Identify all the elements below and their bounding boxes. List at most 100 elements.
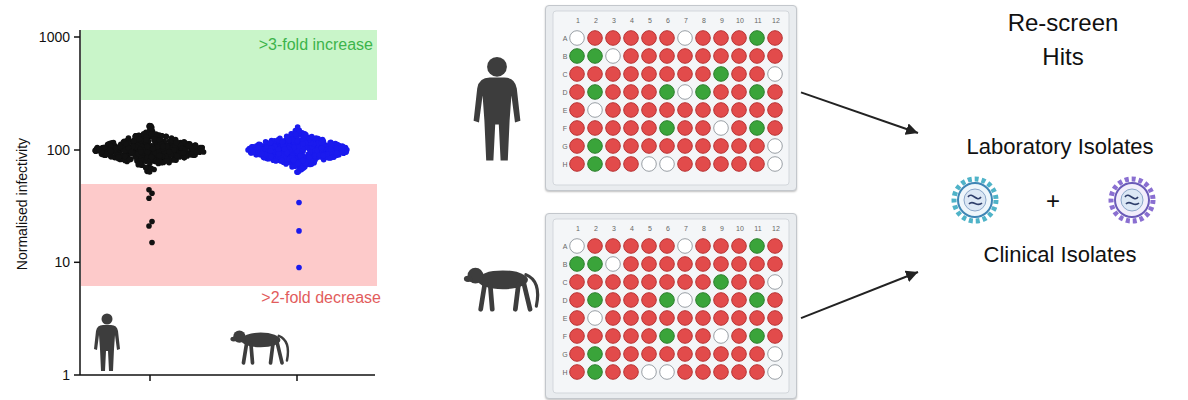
text-holder: E: [563, 107, 568, 115]
plate-well: [768, 239, 783, 254]
text-holder: H: [562, 161, 567, 169]
plate-well: [678, 103, 693, 118]
well-plate: 123456789101112ABCDEFGH: [545, 213, 797, 399]
data-point: [320, 153, 326, 159]
plate-well: [624, 239, 639, 254]
data-point: [138, 149, 144, 155]
plate-well: [606, 67, 621, 82]
data-point: [279, 158, 285, 164]
plate-well: [642, 157, 657, 172]
data-point: [296, 228, 302, 234]
plate-well: [750, 85, 765, 100]
human-head: [102, 314, 113, 325]
text-holder: D: [562, 297, 567, 305]
data-point: [300, 158, 306, 164]
data-point: [143, 164, 149, 170]
human-icon: [94, 314, 120, 372]
plate-well: [588, 157, 603, 172]
plate-well: [768, 67, 783, 82]
plate-well: [570, 121, 585, 136]
plate-well: [696, 275, 711, 290]
plate-well: [588, 275, 603, 290]
text-holder: 4: [630, 225, 634, 233]
plate-well: [732, 103, 747, 118]
plate-well: [732, 31, 747, 46]
plate-well: [606, 365, 621, 380]
plate-index: 3: [612, 225, 616, 233]
plate-well: [624, 157, 639, 172]
data-point: [193, 142, 199, 148]
virus-icon: [1111, 179, 1153, 221]
plate-well: [678, 239, 693, 254]
plate-well: [642, 365, 657, 380]
text-holder: 6: [666, 225, 670, 233]
text-holder: 6: [666, 17, 670, 25]
data-point: [334, 150, 340, 156]
data-points: [92, 123, 349, 271]
data-point: [250, 149, 256, 155]
plate-index: 2: [594, 17, 598, 25]
plate-index: 5: [648, 225, 652, 233]
plate-well: [642, 329, 657, 344]
plate-well: [768, 293, 783, 308]
plate-well: [714, 67, 729, 82]
plate-well: [606, 85, 621, 100]
plate-well: [570, 103, 585, 118]
node-text: Laboratory Isolates: [935, 134, 1185, 160]
plate-well: [732, 275, 747, 290]
plate-well: [768, 121, 783, 136]
text-holder: H: [562, 369, 567, 377]
plate-well: [570, 85, 585, 100]
rescreen-group: Re-screen HitsLaboratory Isolates+Clinic…: [918, 0, 1187, 290]
data-point: [289, 164, 295, 170]
plate-index: 10: [736, 225, 744, 233]
plate-well: [714, 103, 729, 118]
plate-well: [714, 139, 729, 154]
plate-well: [624, 293, 639, 308]
plate-well: [678, 31, 693, 46]
plate-well: [660, 239, 675, 254]
plate-well: [714, 31, 729, 46]
data-point: [149, 190, 155, 196]
plate-index: B: [563, 53, 568, 61]
text-holder: 1: [576, 17, 580, 25]
data-point: [328, 141, 334, 147]
plate-well: [696, 49, 711, 64]
plate-well: [732, 329, 747, 344]
plate-well: [606, 31, 621, 46]
data-point: [291, 144, 297, 150]
text-holder: C: [562, 71, 567, 79]
plate-well: [660, 49, 675, 64]
data-point: [299, 167, 305, 173]
plate-index: 11: [754, 225, 761, 233]
plate-well: [588, 121, 603, 136]
plate-well: [642, 257, 657, 272]
axis-tick-label: 10: [10, 254, 70, 270]
plate-index: 12: [772, 225, 780, 233]
data-point: [303, 132, 309, 138]
plate-index: 6: [666, 225, 670, 233]
human-icon: [474, 57, 521, 160]
plate-index: 2: [594, 225, 598, 233]
plate-well: [624, 67, 639, 82]
plate-well: [642, 31, 657, 46]
data-point: [174, 140, 180, 146]
plate-well: [642, 121, 657, 136]
plate-well: [678, 121, 693, 136]
plate-well: [570, 329, 585, 344]
data-point: [300, 141, 306, 147]
plate-well: [750, 31, 765, 46]
plate-well: [606, 329, 621, 344]
data-point: [135, 162, 141, 168]
plate-well: [588, 139, 603, 154]
plate-index: 10: [736, 17, 744, 25]
data-point: [268, 140, 274, 146]
plate-well: [624, 31, 639, 46]
plate-well: [714, 293, 729, 308]
plate-well: [624, 103, 639, 118]
plate-index: 11: [754, 17, 761, 25]
plate-well: [624, 49, 639, 64]
plate-well: [732, 365, 747, 380]
plate-index: E: [563, 315, 568, 323]
text-holder: 7: [684, 17, 688, 25]
